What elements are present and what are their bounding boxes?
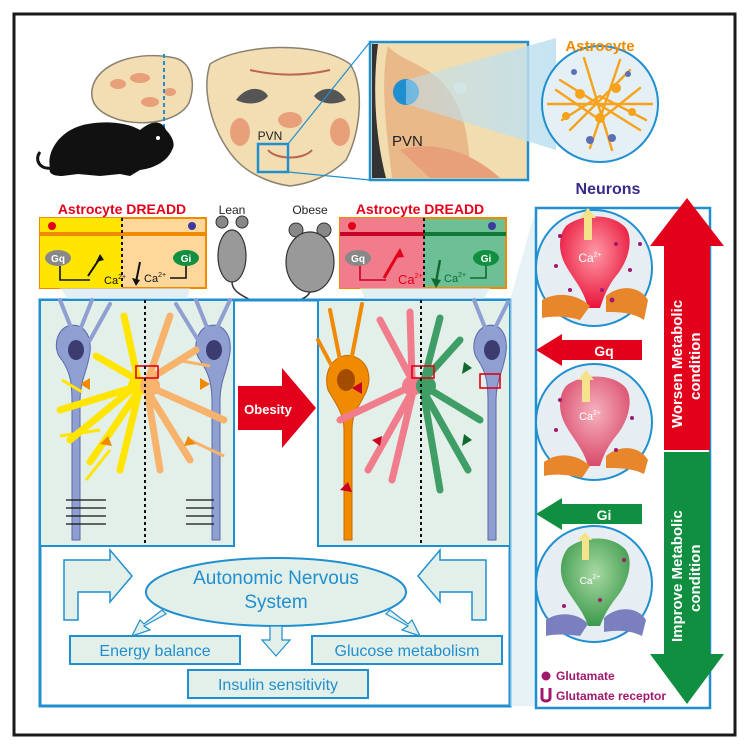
pvn-zoom-label: PVN: [392, 133, 423, 150]
glutamate-dot-icon: [541, 671, 551, 681]
obesity-label: Obesity: [244, 402, 292, 417]
synapse-circle-gi: Ca2+: [535, 525, 653, 643]
zoom-cone: [406, 38, 556, 150]
ans-line1: Autonomic Nervous: [193, 568, 359, 589]
glucose-metabolism-label: Glucose metabolism: [335, 643, 480, 660]
astrocyte-title: Astrocyte: [565, 38, 634, 55]
output-insulin-sensitivity: Insulin sensitivity: [187, 669, 369, 699]
obese-mouse: Obese: [285, 203, 335, 302]
lean-dreadd-box: Astrocyte DREADD Gq Gi Ca2+ Ca2+: [39, 201, 207, 289]
obese-astrocyte-panel: [316, 298, 511, 547]
glutamate-receptor-icon: [540, 688, 552, 703]
lean-gq-badge: Gq: [51, 254, 65, 265]
gi-arrow-label: Gi: [597, 507, 612, 523]
gq-ca-label: Ca2+: [578, 251, 601, 265]
obese-ca-right: Ca2+: [444, 272, 466, 285]
sagittal-brain: [91, 54, 194, 128]
pvn-label: PVN: [258, 129, 283, 143]
gi-arrow: Gi: [536, 498, 642, 530]
lean-label: Lean: [219, 203, 246, 217]
improve-line2: condition: [687, 545, 704, 613]
worsen-line2: condition: [687, 333, 704, 401]
zoom-line: [287, 41, 371, 145]
ans-line2: System: [244, 592, 307, 613]
neurons-title: Neurons: [576, 181, 641, 198]
basal-ca-label: Ca2+: [579, 410, 601, 423]
legend-receptor: Glutamate receptor: [556, 689, 666, 703]
zoom-line: [287, 171, 371, 181]
coronal-brain-section: PVN: [206, 46, 361, 187]
lean-ca-left: Ca2+: [104, 274, 126, 287]
lean-astrocyte-panel: [39, 298, 235, 547]
obese-gq-badge: Gq: [351, 254, 365, 265]
right-zoom-cone: [510, 208, 536, 706]
insulin-sensitivity-label: Insulin sensitivity: [218, 677, 338, 694]
gq-arrow: Gq: [536, 334, 642, 366]
output-glucose-metabolism: Glucose metabolism: [311, 635, 503, 665]
gq-arrow-label: Gq: [594, 343, 613, 359]
obese-ca-left: Ca2+: [398, 272, 423, 287]
mouse-silhouette: [36, 122, 174, 176]
ans-section: Autonomic Nervous System: [63, 547, 487, 657]
glutamate-legend: Glutamate Glutamate receptor: [540, 669, 666, 703]
lean-dreadd-title: Astrocyte DREADD: [58, 201, 186, 217]
worsen-line1: Worsen Metabolic: [669, 300, 686, 428]
lean-ca-right: Ca2+: [144, 272, 166, 285]
astrocyte-circle: Astrocyte: [541, 38, 659, 163]
lean-gi-badge: Gi: [181, 254, 192, 265]
energy-balance-label: Energy balance: [99, 643, 210, 660]
synapse-circle-gq: Ca2+: [535, 208, 653, 327]
synapse-circle-basal: Ca2+: [535, 363, 653, 481]
worsen-arrow: Worsen Metabolic condition: [650, 198, 724, 450]
obese-label: Obese: [292, 203, 328, 217]
legend-glutamate: Glutamate: [556, 669, 615, 683]
obese-dreadd-box: Astrocyte DREADD Gq Gi Ca2+ Ca2+: [339, 201, 507, 289]
obese-gi-badge: Gi: [481, 254, 492, 265]
improve-arrow: Improve Metabolic condition: [650, 452, 724, 704]
output-energy-balance: Energy balance: [69, 635, 241, 665]
gi-ca-label: Ca2+: [580, 574, 601, 587]
obese-dreadd-title: Astrocyte DREADD: [356, 201, 484, 217]
improve-line1: Improve Metabolic: [669, 510, 686, 642]
obesity-arrow: Obesity: [238, 368, 316, 448]
